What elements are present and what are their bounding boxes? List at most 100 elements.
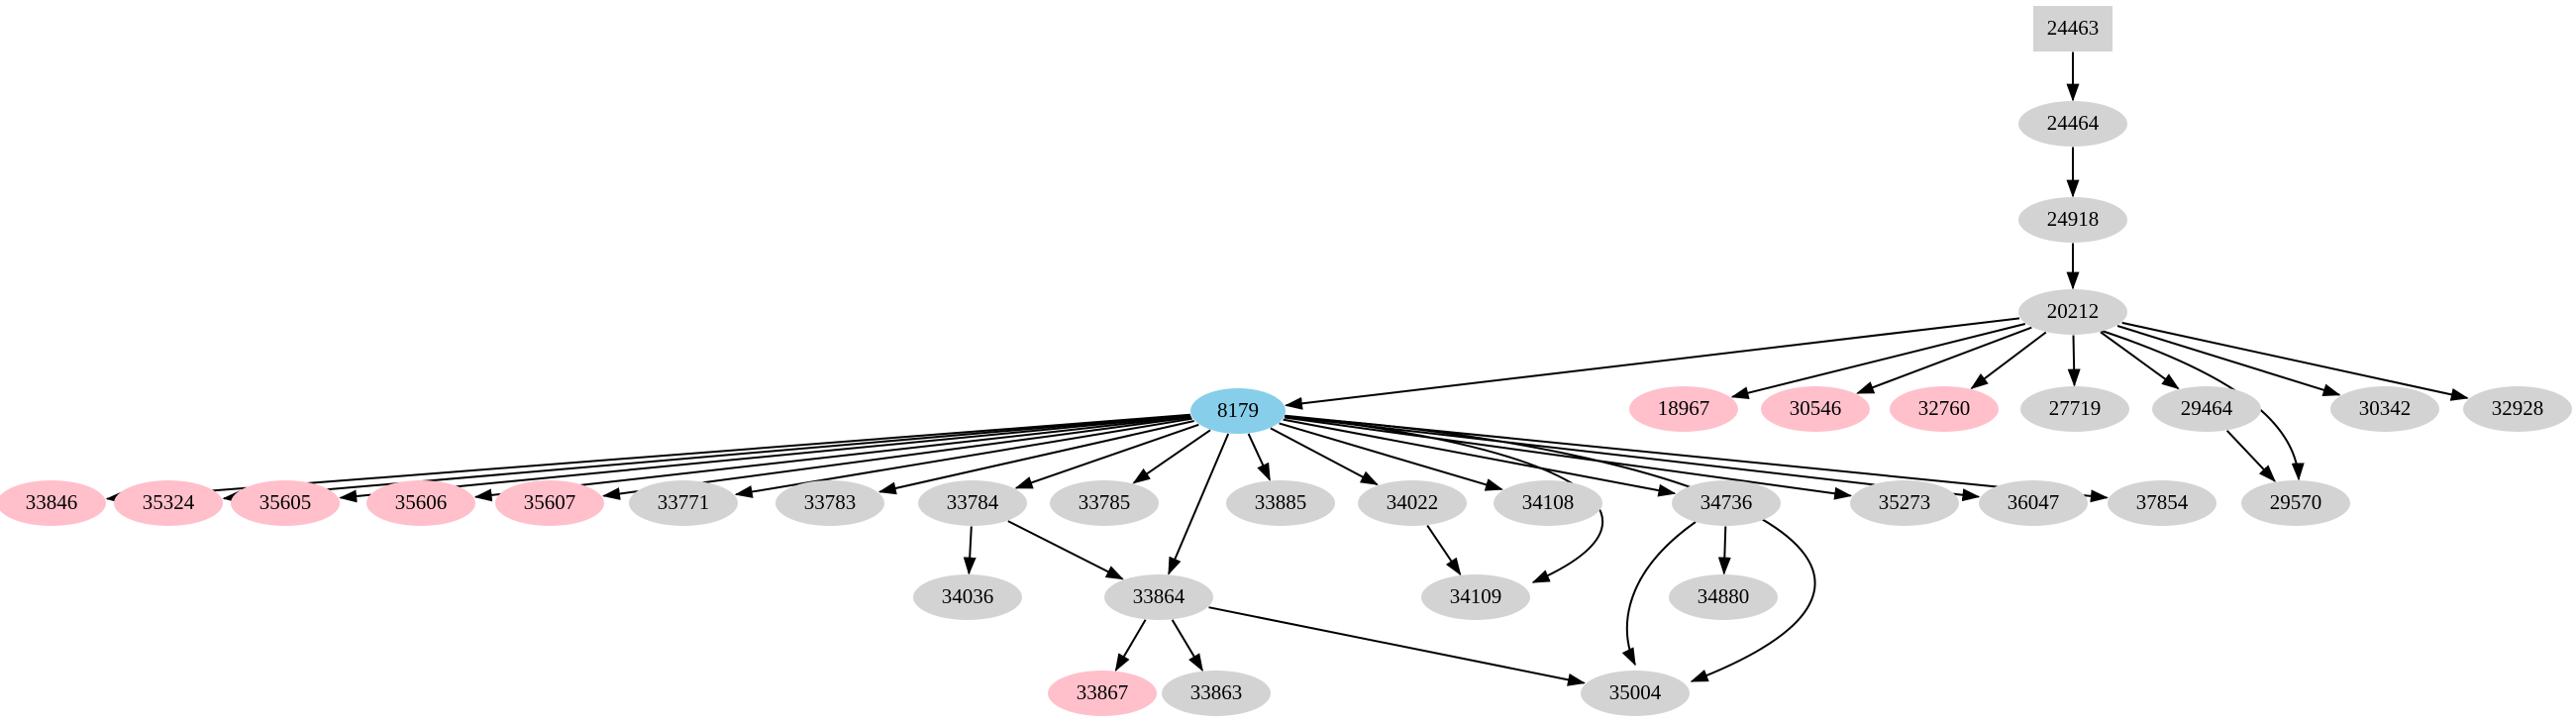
node-ellipse-18967 xyxy=(1629,386,1738,432)
node-27719: 27719 xyxy=(2020,386,2129,432)
node-ellipse-32760 xyxy=(1890,386,1999,432)
node-label-30342: 30342 xyxy=(2359,396,2412,420)
edge-20212-32928 xyxy=(2121,321,2469,401)
node-ellipse-35324 xyxy=(114,480,223,526)
edge-8179-33784 xyxy=(1014,423,1199,489)
node-18967: 18967 xyxy=(1629,386,1738,432)
node-34022: 34022 xyxy=(1358,480,1467,526)
node-ellipse-33785 xyxy=(1050,480,1159,526)
node-37854: 37854 xyxy=(2108,480,2216,526)
node-label-33867: 33867 xyxy=(1077,680,1129,704)
node-label-24464: 24464 xyxy=(2047,111,2100,135)
node-33867: 33867 xyxy=(1048,671,1157,716)
node-label-33864: 33864 xyxy=(1133,584,1185,608)
edge-34022-34109 xyxy=(1426,525,1462,576)
node-label-35606: 35606 xyxy=(395,490,448,514)
node-32760: 32760 xyxy=(1890,386,1999,432)
edge-20212-18967 xyxy=(1730,323,2026,400)
edge-20212-30342 xyxy=(2116,325,2341,397)
node-32928: 32928 xyxy=(2463,386,2572,432)
node-ellipse-33846 xyxy=(0,480,106,526)
node-20212: 20212 xyxy=(2018,289,2127,335)
edge-8179-36047 xyxy=(1285,415,1981,502)
node-label-35273: 35273 xyxy=(1879,490,1931,514)
edge-33864-35004 xyxy=(1208,606,1586,686)
edge-34736-34880 xyxy=(1717,526,1731,575)
node-label-33771: 33771 xyxy=(658,490,710,514)
node-30342: 30342 xyxy=(2330,386,2439,432)
node-24464: 24464 xyxy=(2018,101,2127,147)
node-label-24463: 24463 xyxy=(2047,16,2100,40)
node-label-32760: 32760 xyxy=(1918,396,1971,420)
edge-8179-33783 xyxy=(877,420,1194,495)
node-ellipse-33867 xyxy=(1048,671,1157,716)
node-ellipse-33771 xyxy=(629,480,738,526)
node-label-37854: 37854 xyxy=(2136,490,2189,514)
node-ellipse-34036 xyxy=(913,574,1022,620)
node-ellipse-34108 xyxy=(1494,480,1602,526)
node-33771: 33771 xyxy=(629,480,738,526)
edge-8179-34022 xyxy=(1270,427,1379,486)
node-34109: 34109 xyxy=(1421,574,1530,620)
edge-20212-29464 xyxy=(2100,331,2180,390)
node-36047: 36047 xyxy=(1979,480,2088,526)
node-35606: 35606 xyxy=(366,480,475,526)
node-8179: 8179 xyxy=(1190,388,1286,434)
node-label-33885: 33885 xyxy=(1255,490,1307,514)
edge-34736-35004 xyxy=(1621,521,1697,667)
edge-20212-8179 xyxy=(1285,317,2020,410)
edge-33784-33864 xyxy=(1007,520,1124,580)
node-ellipse-35607 xyxy=(495,480,604,526)
edge-8179-33785 xyxy=(1132,429,1211,484)
node-label-34880: 34880 xyxy=(1698,584,1750,608)
node-label-36047: 36047 xyxy=(2008,490,2060,514)
node-label-8179: 8179 xyxy=(1217,398,1259,422)
node-33863: 33863 xyxy=(1162,671,1271,716)
node-ellipse-35605 xyxy=(231,480,340,526)
node-label-34036: 34036 xyxy=(942,584,994,608)
node-ellipse-24464 xyxy=(2018,101,2127,147)
edge-8179-34736 xyxy=(1283,418,1677,497)
node-35004: 35004 xyxy=(1581,671,1690,716)
node-ellipse-34880 xyxy=(1669,574,1778,620)
node-33785: 33785 xyxy=(1050,480,1159,526)
edge-8179-35324 xyxy=(222,414,1190,504)
node-35607: 35607 xyxy=(495,480,604,526)
node-33864: 33864 xyxy=(1104,574,1213,620)
node-35605: 35605 xyxy=(231,480,340,526)
edge-20212-27719 xyxy=(2067,335,2081,387)
node-29570: 29570 xyxy=(2241,480,2350,526)
nodes-layer: 24463 24464 24918 20212 8179 18967 30546 32760 2… xyxy=(0,6,2572,716)
node-label-32928: 32928 xyxy=(2492,396,2544,420)
node-label-34022: 34022 xyxy=(1387,490,1439,514)
node-ellipse-35273 xyxy=(1850,480,1959,526)
node-ellipse-34736 xyxy=(1672,480,1781,526)
node-ellipse-34022 xyxy=(1358,480,1467,526)
node-label-24918: 24918 xyxy=(2047,207,2100,231)
node-33846: 33846 xyxy=(0,480,106,526)
node-ellipse-29464 xyxy=(2152,386,2261,432)
node-label-33785: 33785 xyxy=(1079,490,1131,514)
node-ellipse-34109 xyxy=(1421,574,1530,620)
edge-29464-29570 xyxy=(2225,430,2276,482)
node-label-30546: 30546 xyxy=(1790,396,1842,420)
edge-8179-35004 xyxy=(1284,416,1816,682)
node-label-34109: 34109 xyxy=(1450,584,1502,608)
node-ellipse-33784 xyxy=(918,480,1027,526)
node-label-35607: 35607 xyxy=(524,490,576,514)
edge-8179-35606 xyxy=(473,415,1191,502)
node-ellipse-29570 xyxy=(2241,480,2350,526)
node-label-20212: 20212 xyxy=(2047,299,2100,323)
edges-layer xyxy=(105,52,2469,686)
node-label-34108: 34108 xyxy=(1522,490,1575,514)
node-label-29570: 29570 xyxy=(2270,490,2322,514)
node-label-33863: 33863 xyxy=(1190,680,1243,704)
node-label-34736: 34736 xyxy=(1700,490,1753,514)
node-34108: 34108 xyxy=(1494,480,1602,526)
edge-8179-35273 xyxy=(1284,416,1853,500)
node-ellipse-33783 xyxy=(775,480,884,526)
node-label-33784: 33784 xyxy=(947,490,999,514)
node-label-35324: 35324 xyxy=(143,490,195,514)
node-34736: 34736 xyxy=(1672,480,1781,526)
